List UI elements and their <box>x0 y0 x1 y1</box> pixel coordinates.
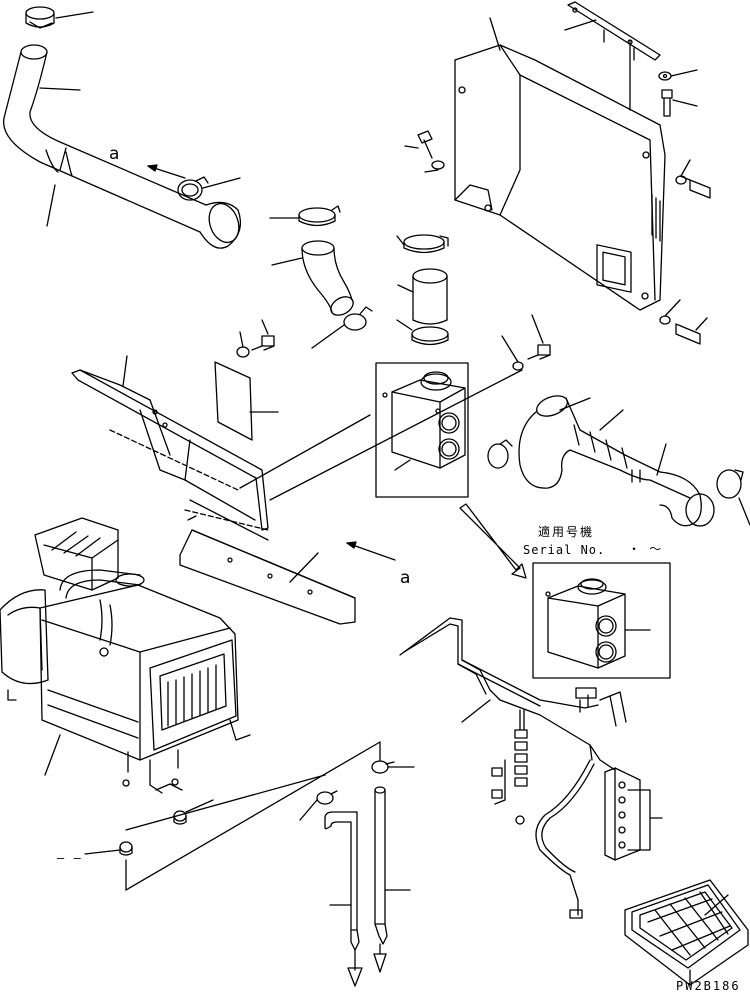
straight-hose <box>412 268 448 325</box>
leader-line <box>531 314 544 344</box>
leader-line <box>424 169 439 173</box>
serial-range: ・ 〜 <box>628 542 663 556</box>
support-stay <box>179 515 356 625</box>
leader-line <box>664 299 681 317</box>
washer <box>658 71 672 81</box>
air-filter <box>624 879 749 986</box>
bolt <box>251 335 275 351</box>
hose-clamp <box>343 306 373 331</box>
detail-pointer-arrow <box>459 503 527 579</box>
drain-frame <box>125 741 381 891</box>
detail-frame <box>375 362 469 498</box>
duct-hose-bent <box>3 44 242 249</box>
leader-bracket <box>627 789 663 851</box>
hose-clamp <box>403 234 449 254</box>
leader-line <box>396 235 405 246</box>
elbow-hose <box>301 240 354 316</box>
leader-line <box>185 799 214 813</box>
washer <box>236 346 250 358</box>
hose-clamp <box>487 439 513 469</box>
leader-line <box>311 324 345 349</box>
bolt <box>679 175 711 199</box>
hose-clamp <box>316 790 338 805</box>
drain-hose <box>373 786 388 973</box>
dashed-guide <box>109 429 239 491</box>
hose-clamp <box>177 176 209 201</box>
leader-line <box>122 355 128 387</box>
view-marker-a-mid: a <box>400 568 411 588</box>
hose-clamp <box>411 326 449 346</box>
washer <box>431 160 445 170</box>
leader-line <box>239 331 244 348</box>
distribution-box-variant <box>545 578 626 669</box>
bolt <box>417 130 433 159</box>
hose-clamp <box>298 205 341 227</box>
leader-line <box>559 397 591 411</box>
leader-line <box>46 184 56 227</box>
guide-line <box>239 414 371 489</box>
hose-clamp <box>716 469 744 499</box>
dashed-guide <box>184 509 269 531</box>
washer <box>659 315 671 325</box>
grommet <box>122 779 130 787</box>
washer <box>512 361 524 371</box>
bolt <box>661 89 673 117</box>
leader-line <box>289 552 319 583</box>
arrow-head <box>147 164 158 172</box>
drawing-code: PW2B186 <box>676 979 741 993</box>
leader-line <box>680 159 691 177</box>
leader-line <box>202 177 241 189</box>
leader-line <box>599 409 624 431</box>
leader-line <box>564 19 597 31</box>
leader-line <box>670 69 698 77</box>
leader-line <box>695 317 708 331</box>
mounting-cover-bracket <box>454 44 666 311</box>
serial-label: Serial No. <box>523 543 606 557</box>
air-conditioner-unit <box>0 517 251 794</box>
leader-line <box>672 99 698 107</box>
leader-line <box>396 319 413 331</box>
leader-line <box>397 284 414 293</box>
leader-line <box>55 11 94 19</box>
drain-hose <box>324 811 363 987</box>
leader-line <box>394 459 411 471</box>
bracket-plate <box>214 361 253 441</box>
leader-line <box>501 335 519 363</box>
wiring-harness <box>399 617 641 919</box>
leader-line <box>738 497 750 526</box>
leader-line <box>461 699 491 723</box>
view-marker-a-top: a <box>109 144 120 164</box>
leader-line <box>271 257 303 266</box>
leader-line <box>704 894 729 916</box>
mounting-stay <box>567 1 661 61</box>
hose-cap <box>25 6 55 29</box>
dash-mark: – – <box>57 851 82 865</box>
arrow-head <box>346 541 357 549</box>
leader-line <box>656 443 667 476</box>
grommet <box>173 810 187 825</box>
leader-line <box>489 17 501 51</box>
applicable-title: 適用号機 <box>538 525 595 539</box>
leader-line <box>44 734 61 776</box>
distribution-box <box>382 371 466 469</box>
detail-box <box>532 562 671 679</box>
leader-line <box>299 799 318 821</box>
guide-line <box>269 369 523 501</box>
leader-line <box>39 87 81 91</box>
bolt <box>675 323 701 345</box>
bolt <box>527 344 551 360</box>
leader-line <box>261 319 269 335</box>
leader-line <box>404 145 419 149</box>
grommet <box>119 841 133 856</box>
grommet <box>171 778 179 786</box>
corrugated-duct <box>518 395 715 527</box>
mounting-bracket-left <box>71 369 269 541</box>
leader-line <box>84 849 121 855</box>
